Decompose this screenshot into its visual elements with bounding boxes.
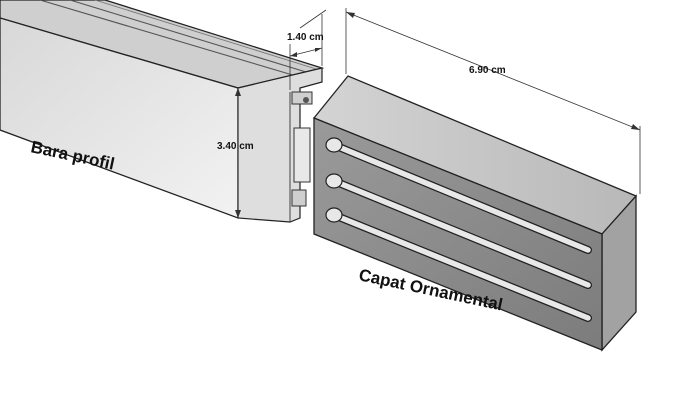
cap-slot xyxy=(325,137,592,254)
rail-profile-lip xyxy=(291,91,313,105)
rail-groove-line xyxy=(94,0,317,70)
rail-profile-channel xyxy=(293,127,311,183)
dimension-height: 3.40 cm xyxy=(217,88,254,218)
rail-profile-foot xyxy=(291,189,307,207)
depth-label: 1.40 cm xyxy=(287,32,324,43)
length-label: 6.90 cm xyxy=(469,65,506,76)
dimension-depth: 1.40 cm xyxy=(287,9,327,90)
cap-slot xyxy=(325,173,592,289)
height-label: 3.40 cm xyxy=(217,141,254,152)
end-cap xyxy=(312,75,638,352)
rail-profile xyxy=(0,0,325,223)
dimension-length: 6.90 cm xyxy=(345,8,641,194)
rail-screw-hole xyxy=(303,97,309,103)
rail-groove-line xyxy=(69,0,307,73)
rail-groove-line xyxy=(39,0,297,77)
cap-slot xyxy=(325,207,592,322)
